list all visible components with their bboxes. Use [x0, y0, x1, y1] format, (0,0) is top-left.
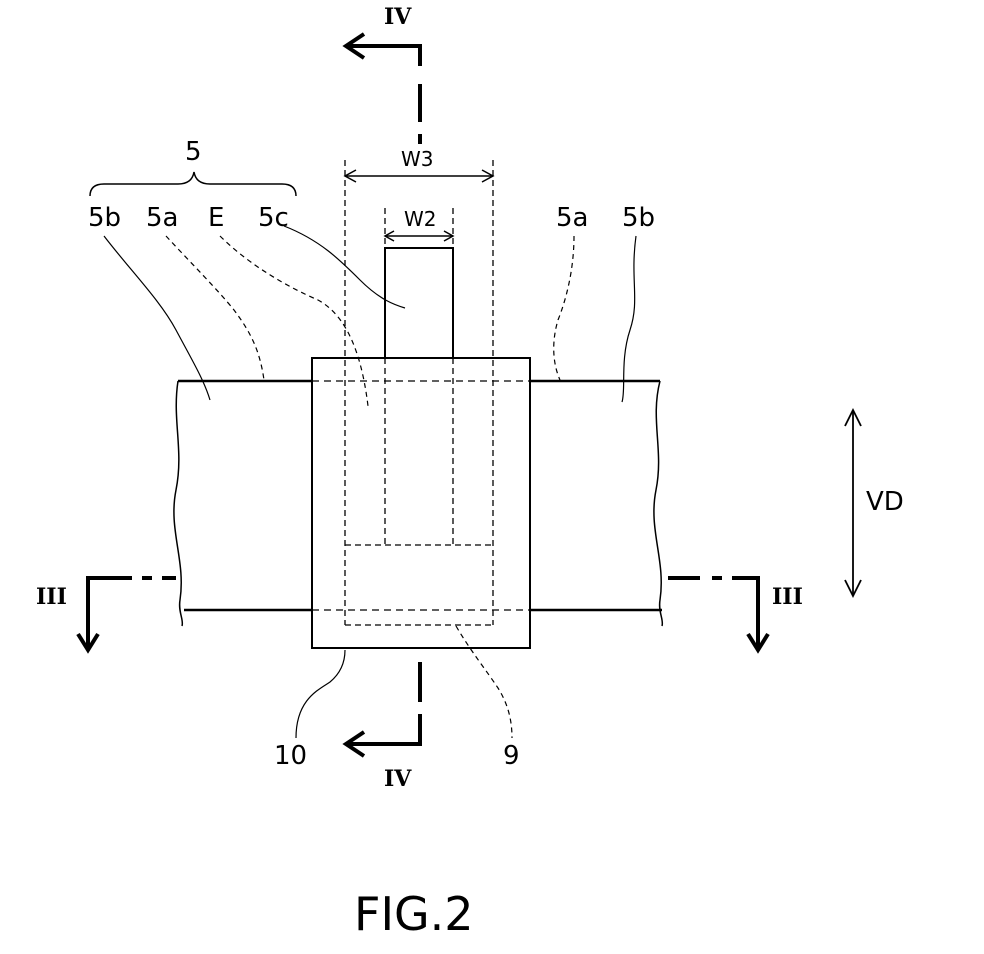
leader-lines	[104, 226, 636, 738]
leader-left-5b	[104, 236, 210, 400]
figure-caption: FIG.2	[354, 887, 474, 941]
label-5c: 5c	[258, 203, 289, 233]
section-iii-left-label: III	[36, 584, 67, 610]
section-iv-bottom-label: IV	[384, 766, 412, 792]
label-left-5a: 5a	[146, 203, 178, 233]
strip-right-break-line	[654, 381, 663, 626]
label-right-5a: 5a	[556, 203, 588, 233]
strip-left-break-line	[174, 381, 183, 626]
label-right-5b: 5b	[622, 203, 655, 233]
terminal-5c	[385, 208, 453, 545]
w3-label: W3	[401, 147, 434, 171]
dimension-w2	[385, 231, 453, 241]
dimension-w3	[345, 170, 493, 182]
leader-right-5b	[622, 236, 636, 402]
section-iv-top-arrow-shaft	[346, 46, 420, 66]
hidden-leader-lines	[166, 236, 574, 738]
electrode-strip	[174, 381, 663, 626]
terminal-5c-outline	[385, 248, 453, 358]
section-iii-right-arrow-shaft	[732, 578, 758, 650]
label-10: 10	[274, 741, 307, 771]
label-E: E	[208, 203, 224, 233]
section-iii-right-label: III	[772, 584, 803, 610]
group-5-label: 5	[185, 137, 202, 167]
section-iv-bottom-arrow-shaft	[346, 714, 420, 744]
leader-10	[296, 650, 345, 738]
vd-label: VD	[866, 487, 904, 517]
leader-right-5a	[554, 236, 574, 380]
group-5-brace	[90, 172, 296, 196]
leader-left-5a	[166, 236, 264, 380]
vd-arrow	[845, 410, 861, 596]
label-left-5b: 5b	[88, 203, 121, 233]
w2-label: W2	[404, 207, 437, 231]
leader-9	[456, 626, 512, 738]
label-9: 9	[503, 741, 520, 771]
section-iv-top-label: IV	[384, 4, 412, 30]
